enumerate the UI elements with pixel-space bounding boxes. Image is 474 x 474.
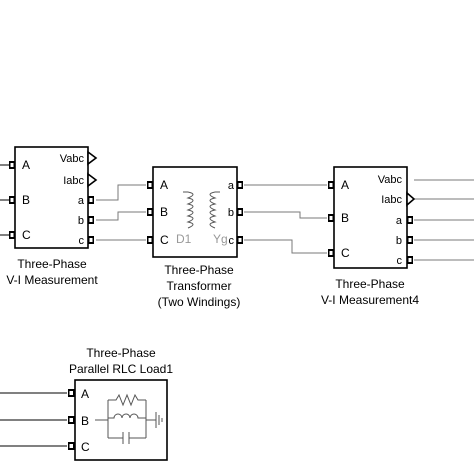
tr-port-c-inner bbox=[238, 238, 242, 242]
vi4-name-line1[interactable]: Three-Phase bbox=[335, 277, 405, 291]
wire-vi1b-to-tr-B[interactable] bbox=[96, 211, 146, 221]
vi4-label-A: A bbox=[341, 178, 349, 192]
vi4-label-B: B bbox=[341, 211, 349, 225]
vi4-label-Vabc: Vabc bbox=[378, 174, 403, 186]
vi4-label-b: b bbox=[396, 235, 402, 247]
vi4-body[interactable] bbox=[333, 166, 408, 269]
rlc-name-line1[interactable]: Three-Phase bbox=[86, 346, 156, 360]
vi4-port-B-inner bbox=[329, 216, 333, 220]
transformer-block[interactable]: A B C a b c D1 Yg Three-Phase Transforme… bbox=[147, 166, 243, 309]
vi4-label-c: c bbox=[397, 255, 403, 267]
rlc-circuit-icon bbox=[95, 393, 163, 444]
rlc-port-A-inner bbox=[69, 391, 73, 395]
rlc-label-C: C bbox=[81, 440, 90, 454]
tr-label-B: B bbox=[160, 205, 168, 219]
rlc-load-block[interactable]: Three-Phase Parallel RLC Load1 A B C bbox=[68, 346, 173, 461]
rlc-name-line2[interactable]: Parallel RLC Load1 bbox=[69, 362, 173, 376]
vi1-port-c-inner bbox=[89, 238, 93, 242]
tr-winding2-label: Yg bbox=[213, 232, 228, 246]
vi4-Iabc-arrow-icon[interactable] bbox=[406, 191, 416, 207]
vi4-label-Iabc: Iabc bbox=[381, 194, 402, 206]
transformer-coils-icon bbox=[183, 191, 220, 229]
tr-label-C: C bbox=[160, 233, 169, 247]
vi1-label-b: b bbox=[78, 215, 84, 227]
tr-name-line3[interactable]: (Two Windings) bbox=[158, 295, 241, 309]
tr-label-c: c bbox=[229, 235, 235, 247]
vi4-port-C-inner bbox=[329, 251, 333, 255]
tr-winding1-label: D1 bbox=[176, 232, 192, 246]
tr-label-a: a bbox=[228, 180, 235, 192]
tr-port-a-inner bbox=[238, 183, 242, 187]
vi1-label-c: c bbox=[79, 235, 85, 247]
vi1-port-b-inner bbox=[89, 218, 93, 222]
vi4-label-C: C bbox=[341, 246, 350, 260]
rlc-port-C-inner bbox=[69, 444, 73, 448]
vi-measurement-block[interactable]: A B C Vabc Iabc a b c Three-Phase V-I Me… bbox=[6, 146, 98, 287]
tr-label-A: A bbox=[160, 178, 168, 192]
vi4-port-b-inner bbox=[408, 238, 412, 242]
vi1-name-line1[interactable]: Three-Phase bbox=[17, 257, 87, 271]
vi1-label-A: A bbox=[22, 158, 30, 172]
vi1-label-Iabc: Iabc bbox=[63, 175, 84, 187]
tr-port-b-inner bbox=[238, 210, 242, 214]
vi1-label-Vabc: Vabc bbox=[60, 153, 85, 165]
wire-tr-b-to-vi4-B[interactable] bbox=[244, 211, 327, 219]
vi4-label-a: a bbox=[396, 215, 403, 227]
tr-label-b: b bbox=[228, 207, 234, 219]
wire-tr-c-to-vi4-C[interactable] bbox=[244, 239, 327, 254]
vi4-port-A-inner bbox=[329, 183, 333, 187]
vi1-port-A-inner bbox=[10, 163, 14, 167]
tr-name-line2[interactable]: Transformer bbox=[167, 279, 232, 293]
transformer-body[interactable] bbox=[152, 166, 238, 258]
vi4-port-a-inner bbox=[408, 218, 412, 222]
vi1-Iabc-arrow-icon[interactable] bbox=[87, 172, 98, 188]
tr-port-A-inner bbox=[148, 183, 152, 187]
wire-vi1a-to-tr-A[interactable] bbox=[96, 184, 146, 201]
vi1-label-a: a bbox=[78, 195, 85, 207]
vi1-port-B-inner bbox=[10, 198, 14, 202]
vi1-port-C-inner bbox=[10, 233, 14, 237]
vi1-name-line2[interactable]: V-I Measurement bbox=[6, 273, 98, 287]
vi4-port-c-inner bbox=[408, 258, 412, 262]
vi-measurement4-block[interactable]: A B C Vabc Iabc a b c Three-Phase V-I Me… bbox=[321, 166, 419, 307]
tr-port-B-inner bbox=[148, 210, 152, 214]
tr-name-line1[interactable]: Three-Phase bbox=[164, 263, 234, 277]
vi4-name-line2[interactable]: V-I Measurement4 bbox=[321, 293, 419, 307]
rlc-label-A: A bbox=[81, 387, 89, 401]
rlc-label-B: B bbox=[81, 414, 89, 428]
rlc-port-B-inner bbox=[69, 418, 73, 422]
vi1-label-C: C bbox=[22, 228, 31, 242]
vi1-label-B: B bbox=[22, 193, 30, 207]
tr-port-C-inner bbox=[148, 238, 152, 242]
vi1-port-a-inner bbox=[89, 198, 93, 202]
wires bbox=[0, 164, 474, 447]
vi1-Vabc-arrow-icon[interactable] bbox=[87, 150, 98, 166]
